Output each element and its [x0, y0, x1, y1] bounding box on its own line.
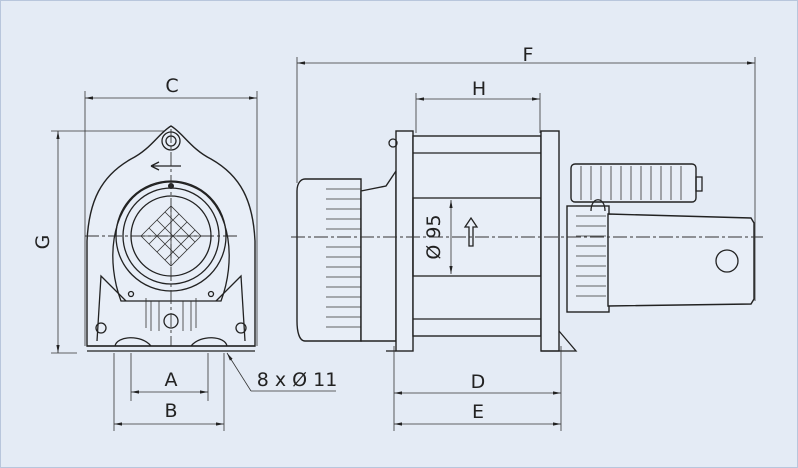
label-h: H	[471, 78, 487, 100]
label-c: C	[165, 75, 179, 97]
front-view	[85, 125, 256, 352]
label-a: A	[164, 369, 178, 391]
label-d: D	[470, 371, 486, 393]
label-b: B	[164, 400, 178, 422]
dimension-g	[51, 130, 166, 354]
dimension-a	[130, 353, 209, 401]
label-g: G	[32, 234, 54, 250]
drum-diameter-label: Ø 95	[423, 214, 445, 260]
dimension-h	[415, 93, 541, 133]
label-e: E	[471, 401, 485, 423]
dimension-c	[84, 91, 258, 346]
dimension-b	[113, 353, 225, 431]
dimension-f	[296, 57, 756, 301]
dimension-d	[393, 346, 562, 431]
fan-grille	[140, 205, 202, 267]
left-motor-fins	[326, 188, 361, 328]
mounting-holes-label: 8 x Ø 11	[256, 369, 338, 391]
label-f: F	[522, 44, 534, 66]
side-view	[291, 130, 763, 352]
mounting-hole-leader	[226, 352, 336, 392]
